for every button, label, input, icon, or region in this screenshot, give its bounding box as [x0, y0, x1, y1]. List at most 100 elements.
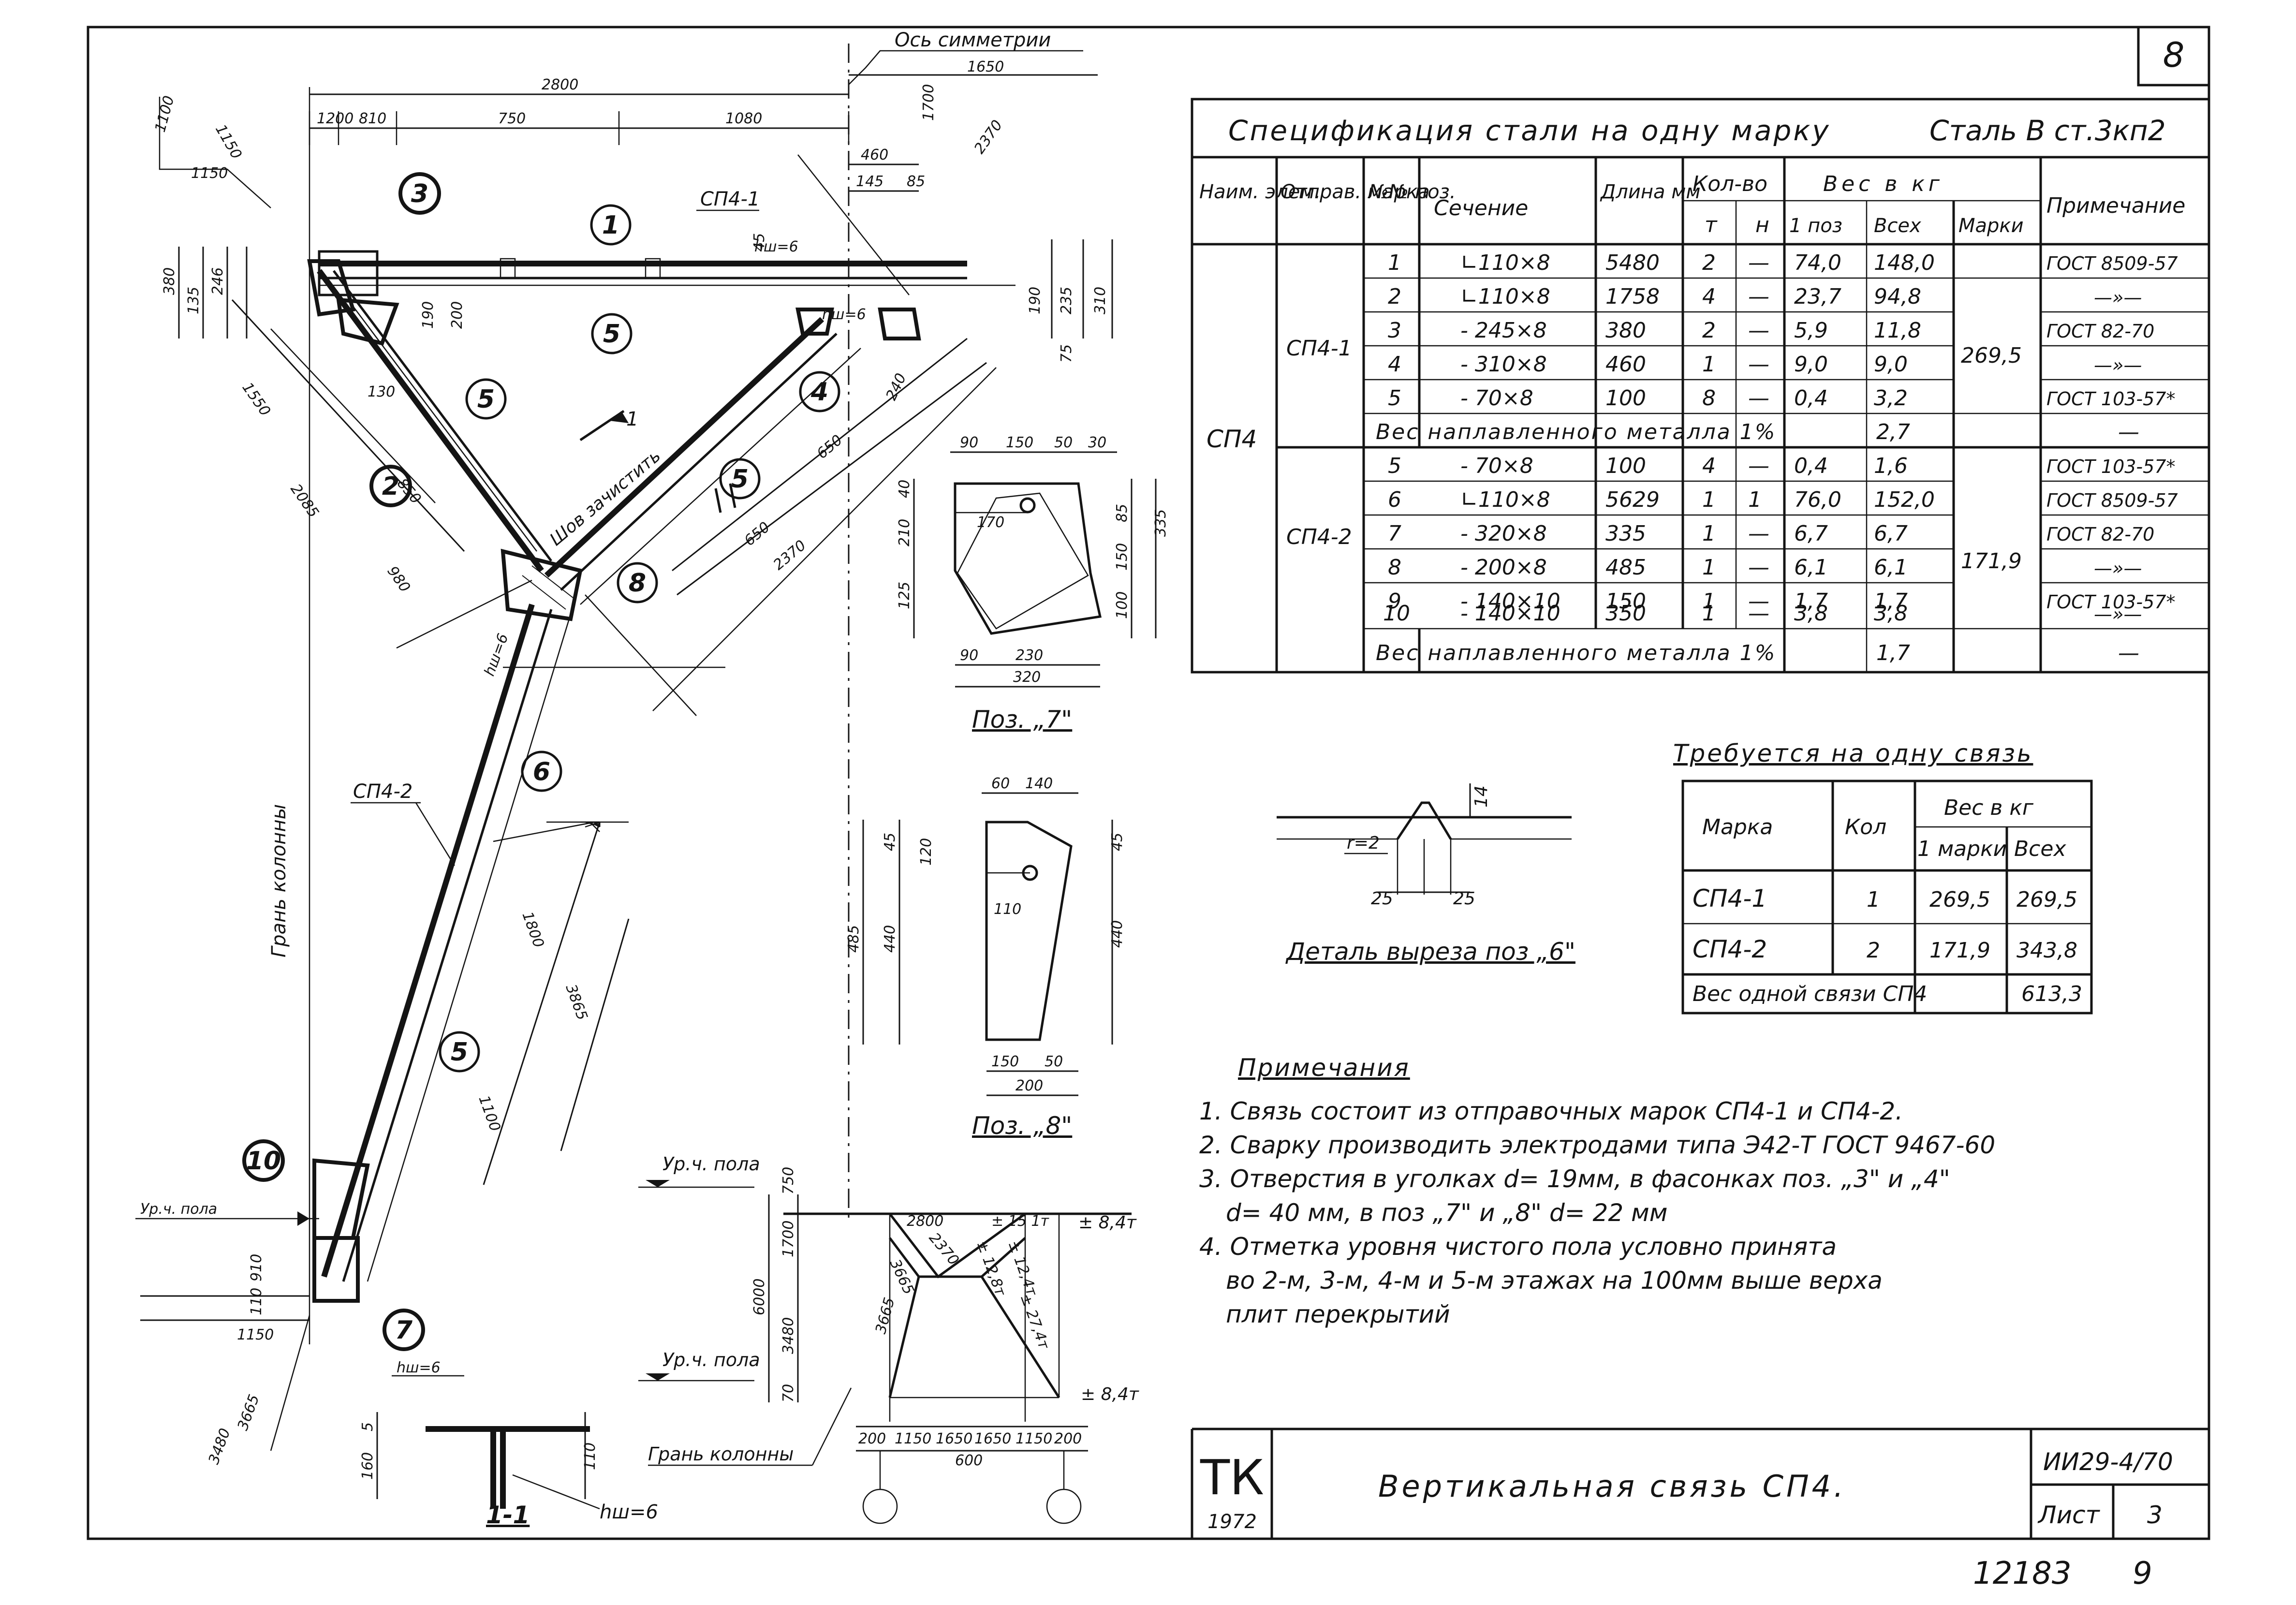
svg-text:85: 85	[1114, 504, 1131, 522]
dim-2370-diag: 2370	[770, 537, 809, 574]
dim-2370: 2370	[971, 117, 1006, 157]
svg-text:7: 7	[1388, 521, 1401, 546]
svg-text:2: 2	[1388, 284, 1401, 309]
svg-text:—: —	[1748, 555, 1769, 580]
spec-row: 6 ∟110×8 5629 1 1 76,0 152,0 ГОСТ 8509-5…	[1388, 487, 2178, 512]
top-dimension-chain: 2800 1650 1200 810 750 1080 460 145 85 1…	[152, 59, 1098, 208]
hw6-label-bottom: hш=6	[397, 1359, 441, 1376]
position-circle-4: 4	[799, 371, 840, 412]
h-name: Наим. элем.	[1199, 181, 1321, 203]
spec-weld-row: Вес наплавленного металла 1% 1,7 —	[1376, 641, 2139, 665]
svg-text:150: 150	[1605, 589, 1646, 614]
dim-1800: 1800	[518, 910, 547, 950]
svg-text:1758: 1758	[1605, 284, 1660, 309]
svg-text:150: 150	[1114, 543, 1131, 571]
svg-text:—: —	[1748, 601, 1769, 626]
dim-650-a: 650	[814, 432, 846, 463]
svg-text:—: —	[1748, 454, 1769, 478]
svg-text:ГОСТ 103-57*: ГОСТ 103-57*	[2046, 388, 2176, 410]
svg-text:- 70×8: - 70×8	[1460, 386, 1533, 411]
svg-text:25: 25	[1453, 889, 1475, 909]
svg-text:1: 1	[1748, 487, 1762, 512]
svg-text:40: 40	[896, 480, 913, 498]
svg-text:600: 600	[955, 1452, 983, 1469]
dim-810: 810	[359, 110, 386, 127]
position-circle-5d: 5	[439, 1031, 480, 1073]
spec-element: СП4	[1207, 425, 1257, 453]
series-code: ИИ29-4/70	[2043, 1448, 2173, 1476]
svg-text:Вес наплавленного металла 1%: Вес наплавленного металла 1%	[1376, 641, 1776, 665]
dim-190: 190	[1027, 287, 1044, 314]
svg-text:2,7: 2,7	[1876, 420, 1910, 444]
dim-1700: 1700	[920, 84, 937, 121]
section-label: 1-1	[486, 1501, 530, 1529]
svg-text:60: 60	[991, 775, 1010, 792]
svg-text:269,5: 269,5	[1929, 887, 1990, 912]
svg-text:- 140×10: - 140×10	[1460, 601, 1560, 626]
dim-135: 135	[185, 287, 202, 314]
req-row: СП4-1 1 269,5 269,5	[1693, 884, 2077, 913]
spec-row: 8 - 200×8 485 1 — 6,1 6,1 —»—	[1388, 555, 2142, 580]
spec-row: 1 ∟110×8 5480 2 — 74,0 148,0 ГОСТ 8509-5…	[1388, 250, 2178, 275]
svg-text:6,1: 6,1	[1794, 555, 1828, 580]
spec-header: Наим. элем. Отправ. марка №№ поз. Сечени…	[1192, 157, 2209, 672]
req-row: СП4-2 2 171,9 343,8	[1693, 935, 2077, 963]
spec-mark-weight-sp42: 171,9	[1961, 549, 2022, 574]
svg-text:380: 380	[1605, 318, 1646, 343]
svg-text:ГОСТ 82-70: ГОСТ 82-70	[2046, 321, 2154, 342]
column-face-label: Грань колонны	[268, 804, 290, 957]
svg-text:- 310×8: - 310×8	[1460, 352, 1547, 377]
dim-1100-lower: 1100	[475, 1093, 503, 1134]
main-drawing: Ось симметрии 2800 1650 1200 810 750 108…	[135, 29, 1113, 1467]
h-qty: Кол-во	[1693, 172, 1767, 196]
pos8-detail: 60 140 485 45 120 440 110 45 440 150 50 …	[845, 775, 1126, 1140]
svg-text:8: 8	[629, 569, 646, 598]
svg-text:5: 5	[451, 1038, 468, 1067]
svg-text:125: 125	[896, 582, 913, 609]
dim-246: 246	[209, 267, 226, 295]
svg-text:1: 1	[1702, 555, 1716, 580]
svg-text:1650: 1650	[974, 1430, 1011, 1447]
svg-text:6,7: 6,7	[1794, 521, 1828, 546]
svg-text:2: 2	[382, 472, 399, 501]
spec-row: 2 ∟110×8 1758 4 — 23,7 94,8 —»—	[1388, 284, 2142, 309]
dim-1150-b: 1150	[191, 165, 228, 182]
spec-table: Спецификация стали на одну марку Сталь В…	[1191, 98, 2210, 674]
svg-text:± 15 1т: ± 15 1т	[991, 1213, 1049, 1230]
position-circle-5c: 5	[719, 458, 761, 500]
svg-text:200: 200	[1054, 1430, 1082, 1447]
cut-caption: Деталь выреза поз „6"	[1285, 938, 1575, 966]
spec-mark-sp41: СП4-1	[1286, 336, 1352, 361]
sp41-label: СП4-1	[700, 188, 760, 210]
dim-190-left: 190	[420, 301, 437, 329]
svg-text:9: 9	[1388, 589, 1401, 614]
svg-text:100: 100	[1114, 591, 1131, 619]
svg-text:100: 100	[1605, 454, 1646, 478]
position-circle-1: 1	[590, 204, 632, 246]
svg-text:—»—: —»—	[2094, 604, 2142, 625]
svg-text:1,7: 1,7	[1874, 589, 1908, 614]
svg-text:1150: 1150	[895, 1430, 931, 1447]
dim-3480: 3480	[206, 1426, 234, 1467]
dim-460: 460	[861, 147, 888, 163]
svg-text:148,0: 148,0	[1874, 250, 1935, 275]
svg-text:50: 50	[1045, 1053, 1063, 1070]
req-h-weight: Вес в кг	[1944, 795, 2034, 820]
svg-text:74,0: 74,0	[1794, 250, 1841, 275]
spec-row: 3 - 245×8 380 2 — 5,9 11,8 ГОСТ 82-70	[1388, 318, 2154, 343]
svg-text:170: 170	[977, 514, 1004, 531]
position-circle-2: 2	[369, 465, 412, 507]
dim-1150-bottom: 1150	[237, 1326, 274, 1343]
notes-title: Примечания	[1238, 1054, 1410, 1082]
dim-310: 310	[1092, 287, 1109, 314]
svg-text:СП4-2: СП4-2	[1693, 935, 1767, 963]
spec-row: 5 - 70×8 100 4 — 0,4 1,6 ГОСТ 103-57*	[1388, 454, 2176, 478]
svg-text:4: 4	[810, 378, 828, 407]
spec-mark-sp42: СП4-2	[1286, 525, 1352, 549]
svg-text:∟110×8: ∟110×8	[1460, 487, 1550, 512]
svg-text:ГОСТ 82-70: ГОСТ 82-70	[2046, 524, 2154, 545]
svg-text:5,9: 5,9	[1794, 318, 1828, 343]
dim-1150: 1150	[212, 122, 245, 162]
note-4c: плит перекрытий	[1226, 1300, 1450, 1328]
scheme: Ур.ч. пола Ур.ч. пола 750 1700 6000 3480…	[638, 1153, 1139, 1524]
